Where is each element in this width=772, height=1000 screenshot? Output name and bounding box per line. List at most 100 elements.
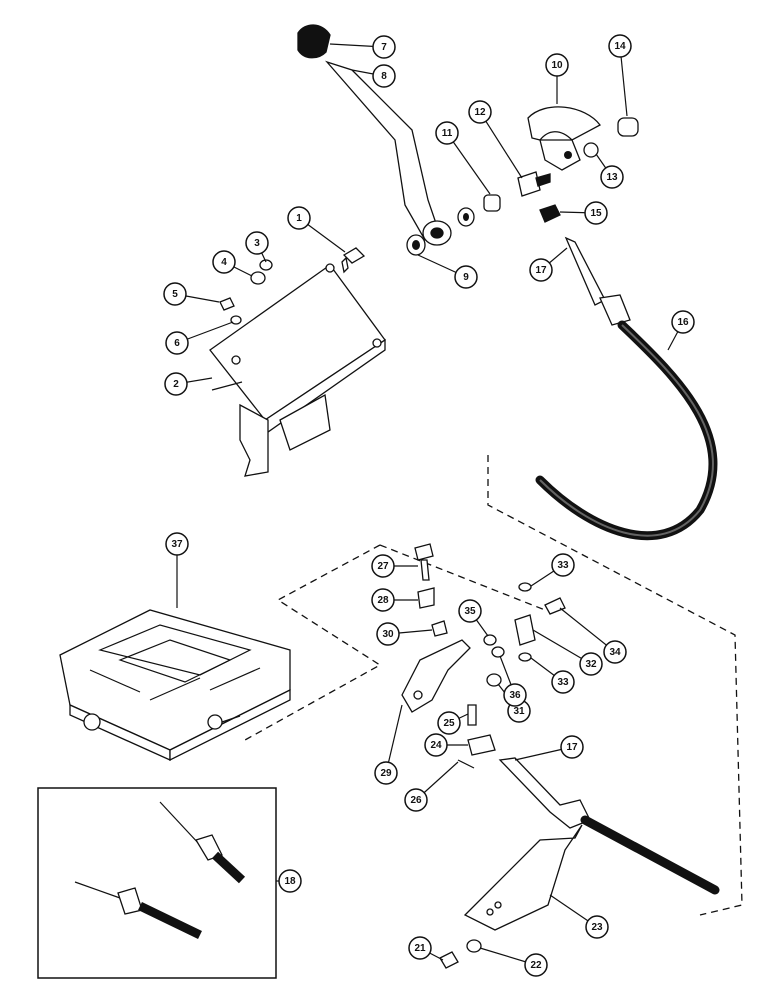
callout-circle-32	[579, 652, 603, 676]
callout-circle-4	[212, 250, 236, 274]
callout-circle-27	[371, 554, 395, 578]
callout-circle-35	[458, 599, 482, 623]
callout-label-29: 29	[380, 768, 392, 779]
callout-circle-24	[424, 733, 448, 757]
inset-cable-a	[159, 801, 246, 884]
bolt-1	[341, 247, 366, 274]
callout-label-2: 2	[173, 379, 179, 390]
dashed-outline-cable-assembly	[487, 455, 743, 916]
callout-circle-6	[165, 331, 189, 355]
callout-label-13: 13	[606, 172, 618, 183]
callout-circle-16	[671, 310, 695, 334]
callout-label-3: 3	[254, 238, 260, 249]
callout-label-32: 32	[585, 659, 597, 670]
callout-label-7: 7	[381, 42, 387, 53]
control-cable	[535, 236, 718, 541]
callout-label-37: 37	[171, 539, 183, 550]
cable-bracket-hole-b	[494, 901, 502, 909]
callout-circle-25	[437, 711, 461, 735]
quadrant-hub	[539, 139, 581, 171]
washer-9a-hole	[412, 240, 420, 250]
lower-cable-end	[498, 757, 591, 829]
pivot-block	[517, 171, 541, 197]
callout-label-28: 28	[377, 595, 389, 606]
callout-label-12: 12	[474, 107, 486, 118]
callout-circle-33	[551, 553, 575, 577]
callout-label-22: 22	[530, 960, 542, 971]
cable-bracket-hole-a	[486, 908, 494, 916]
mounting-bracket	[209, 263, 386, 477]
callout-circle-15	[584, 201, 608, 225]
lock-washer-3	[259, 259, 273, 271]
callout-circle-34	[603, 640, 627, 664]
washer-9b-hole	[463, 213, 469, 221]
washer-33a	[518, 582, 532, 592]
washer-6	[230, 315, 242, 325]
callout-circle-36	[503, 683, 527, 707]
callout-label-10: 10	[551, 60, 563, 71]
callout-label-31: 31	[513, 706, 525, 717]
callout-circle-3	[245, 231, 269, 255]
callout-circle-14	[608, 34, 632, 58]
callout-label-17: 17	[535, 265, 547, 276]
bolt-34	[544, 597, 566, 615]
callout-circle-5	[163, 282, 187, 306]
swivel-block	[514, 614, 536, 646]
spring	[539, 204, 561, 223]
callout-label-21: 21	[414, 943, 426, 954]
quadrant-plate	[527, 106, 601, 141]
cable-bracket	[463, 824, 583, 931]
callout-label-27: 27	[377, 561, 389, 572]
callout-label-11: 11	[442, 128, 453, 139]
bushing	[483, 194, 501, 212]
washer-22	[466, 939, 482, 953]
callout-circle-7	[372, 35, 396, 59]
callout-label-17b: 17	[566, 742, 578, 753]
callout-label-5: 5	[172, 289, 178, 300]
callout-label-4: 4	[221, 257, 227, 268]
bolt-5	[219, 297, 235, 311]
callout-circle-33b	[551, 670, 575, 694]
callout-label-9: 9	[463, 272, 469, 283]
callout-label-8: 8	[381, 71, 387, 82]
bushing-28	[417, 587, 435, 609]
nut-13	[583, 142, 599, 158]
callout-label-18: 18	[284, 876, 296, 887]
valve-body	[59, 609, 291, 762]
callout-label-35: 35	[464, 606, 476, 617]
pivot-stud	[535, 173, 551, 187]
callout-circle-12	[468, 100, 492, 124]
callout-label-14: 14	[614, 41, 626, 52]
callout-label-33: 33	[557, 560, 569, 571]
callout-label-26: 26	[410, 795, 422, 806]
linkage-arm	[401, 639, 471, 713]
leader-line-11	[446, 132, 491, 195]
inset-box	[37, 787, 277, 979]
quadrant-hub-hole	[564, 151, 572, 159]
callout-label-24: 24	[430, 740, 442, 751]
cotter-pin	[457, 759, 475, 769]
callout-label-23: 23	[591, 922, 603, 933]
callout-group: 1234567891011121314151617182122232425262…	[163, 34, 695, 977]
nut-4	[250, 271, 266, 285]
callout-circle-17	[529, 258, 553, 282]
callout-circle-8	[372, 64, 396, 88]
leader-line-12	[479, 111, 523, 179]
bolt-30	[431, 620, 448, 637]
callout-label-33b: 33	[557, 677, 569, 688]
callout-label-16: 16	[677, 317, 689, 328]
bolt-21	[439, 951, 459, 969]
callout-circle-2	[164, 372, 188, 396]
pin-25	[467, 704, 477, 726]
callout-label-34: 34	[609, 647, 621, 658]
callout-label-15: 15	[590, 208, 602, 219]
dashed-outline-linkage-group	[244, 544, 546, 741]
callout-circle-30	[376, 622, 400, 646]
shift-lever	[297, 24, 452, 246]
clevis	[467, 734, 496, 756]
callout-label-30: 30	[382, 629, 394, 640]
spacer-14	[617, 117, 639, 137]
callout-circle-22	[524, 953, 548, 977]
lower-cable	[580, 815, 720, 895]
